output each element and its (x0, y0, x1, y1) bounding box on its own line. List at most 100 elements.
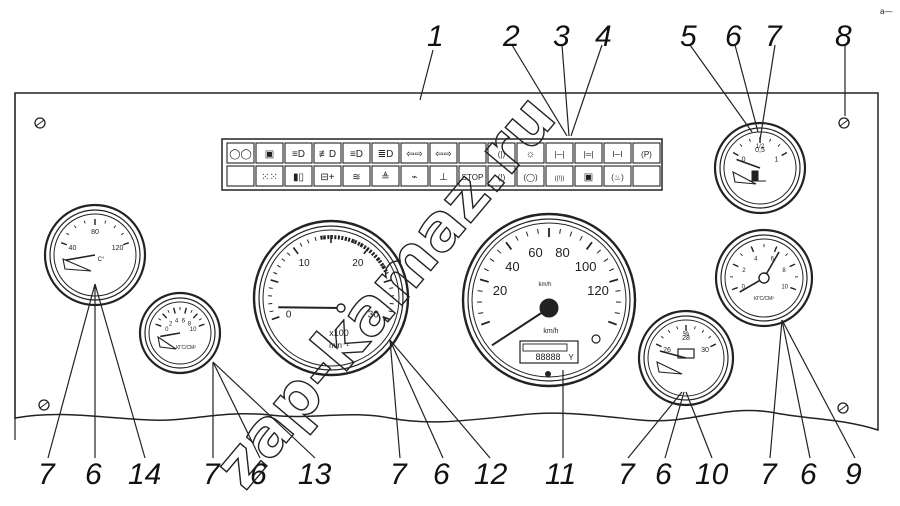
gauge-tick (750, 246, 755, 253)
callout-7: 7 (760, 458, 778, 491)
gauge-needle (160, 332, 181, 338)
corner-mark: a— (880, 7, 892, 16)
warning-light-cell (487, 165, 516, 187)
leader-lines (47, 44, 856, 459)
gauge-tick-label: 8 (782, 268, 786, 274)
gauge-tick (190, 309, 193, 313)
speedo-needle-hub (539, 298, 559, 318)
warning-light-symbol: ⇦⇨ (435, 149, 452, 160)
tach-tick (376, 258, 381, 262)
gauge-tick (198, 318, 202, 321)
warning-light-cell (545, 142, 574, 164)
tach-tick (382, 316, 391, 321)
callout-8: 8 (835, 20, 852, 53)
gauge-tick (701, 329, 705, 333)
gauge-tick (740, 253, 743, 257)
fuel-half-marker: 1/2 (756, 144, 765, 150)
gauge-tick (66, 232, 70, 236)
gauge-tick-label: 28 (682, 335, 690, 342)
gauge-needle (659, 350, 687, 359)
gauge-tick (732, 151, 739, 157)
speedo-tick-label: 120 (587, 283, 609, 298)
tach-tick (314, 236, 317, 242)
warning-light-symbol: ▮▯ (293, 172, 304, 183)
screw-icon (34, 117, 46, 129)
warning-light-symbol: ⌁ (411, 172, 417, 183)
warning-light-symbol: ▣ (265, 149, 274, 160)
tach-tick (281, 258, 286, 262)
warning-light-cell (226, 165, 255, 187)
warning-light-symbol: ≜ (381, 171, 389, 183)
gauge-tick (667, 329, 671, 333)
tach-tick (384, 271, 389, 275)
callout-9: 9 (845, 458, 862, 491)
callout-6: 6 (85, 458, 102, 491)
warning-light-cell (458, 165, 487, 187)
speedo-tick (479, 278, 489, 283)
speedo-tick (559, 228, 561, 234)
tach-tick (352, 239, 356, 244)
warning-light-symbol: ≣D (378, 149, 394, 160)
warning-light-cell (342, 142, 371, 164)
warning-light-symbol: ◯◯ (229, 149, 251, 160)
warning-light-symbol: ⊥ (439, 172, 448, 183)
warning-light-symbol: ≢D (319, 149, 336, 160)
gauge-tick (192, 313, 198, 319)
tach-multiplier-label: x100 (329, 328, 349, 338)
tach-tick-label: 0 (286, 309, 292, 320)
gauge-dial (148, 301, 212, 365)
warning-light-cell (429, 142, 458, 164)
gauge-tick (769, 138, 772, 142)
speedo-needle (491, 307, 550, 347)
gauge-tick-label: 0,5 (755, 147, 765, 154)
tach-tick (306, 239, 310, 244)
speedo-tick (579, 235, 583, 241)
gauge-dial (723, 131, 797, 205)
warning-light-symbol: (!) (498, 173, 506, 182)
speedo-tick (596, 249, 601, 254)
callout-13: 13 (298, 458, 332, 491)
tach-tick (276, 264, 281, 268)
fuel-pump-icon (749, 170, 766, 182)
tach-needle (278, 306, 342, 309)
callout-6: 6 (800, 458, 817, 491)
callout-12: 12 (474, 458, 508, 491)
speedo-tick (609, 268, 615, 272)
gauge-dial (647, 319, 725, 397)
tach-band (320, 235, 389, 274)
warning-light-cells: ◯◯▣≡D≢D≡D≣D⇦⇨⇦⇨(|)☼|─||═|I─I(P)⁙⁙▮▯⊟+≋≜⌁… (226, 142, 661, 187)
speedo-tick (478, 312, 484, 315)
gauge-tick-label: 8 (188, 322, 192, 328)
gauge-tick (790, 286, 797, 291)
warning-light-cell (371, 165, 400, 187)
warning-light-cell (603, 165, 632, 187)
gauge-tick (104, 220, 107, 224)
trip-reset-knob (591, 334, 601, 344)
battery-icon (677, 348, 695, 359)
gauge-tick (676, 326, 679, 330)
speedo-tick-label: 100 (575, 259, 597, 274)
warning-light-symbol: STOP (462, 173, 484, 182)
speedo-tick (603, 258, 609, 262)
speedo-tick (585, 241, 593, 251)
tach-bezel-inner (258, 225, 404, 371)
warning-light-cell (400, 142, 429, 164)
speedo-tick (497, 249, 502, 254)
warning-light-cell (632, 142, 661, 164)
speedo-tick (607, 320, 617, 326)
gauge-tick-label: 0 (742, 285, 746, 291)
gauge-tick (739, 143, 743, 147)
gauge-tick (158, 318, 162, 321)
speedo-tick (537, 228, 539, 234)
speedo-tick (489, 258, 495, 262)
tach-tick (389, 287, 394, 289)
warning-light-symbol: (|) (498, 150, 506, 159)
warning-light-symbol: ▣ (584, 172, 593, 183)
gauge-tick (732, 263, 739, 268)
odometer-value: 88888 (535, 352, 560, 362)
